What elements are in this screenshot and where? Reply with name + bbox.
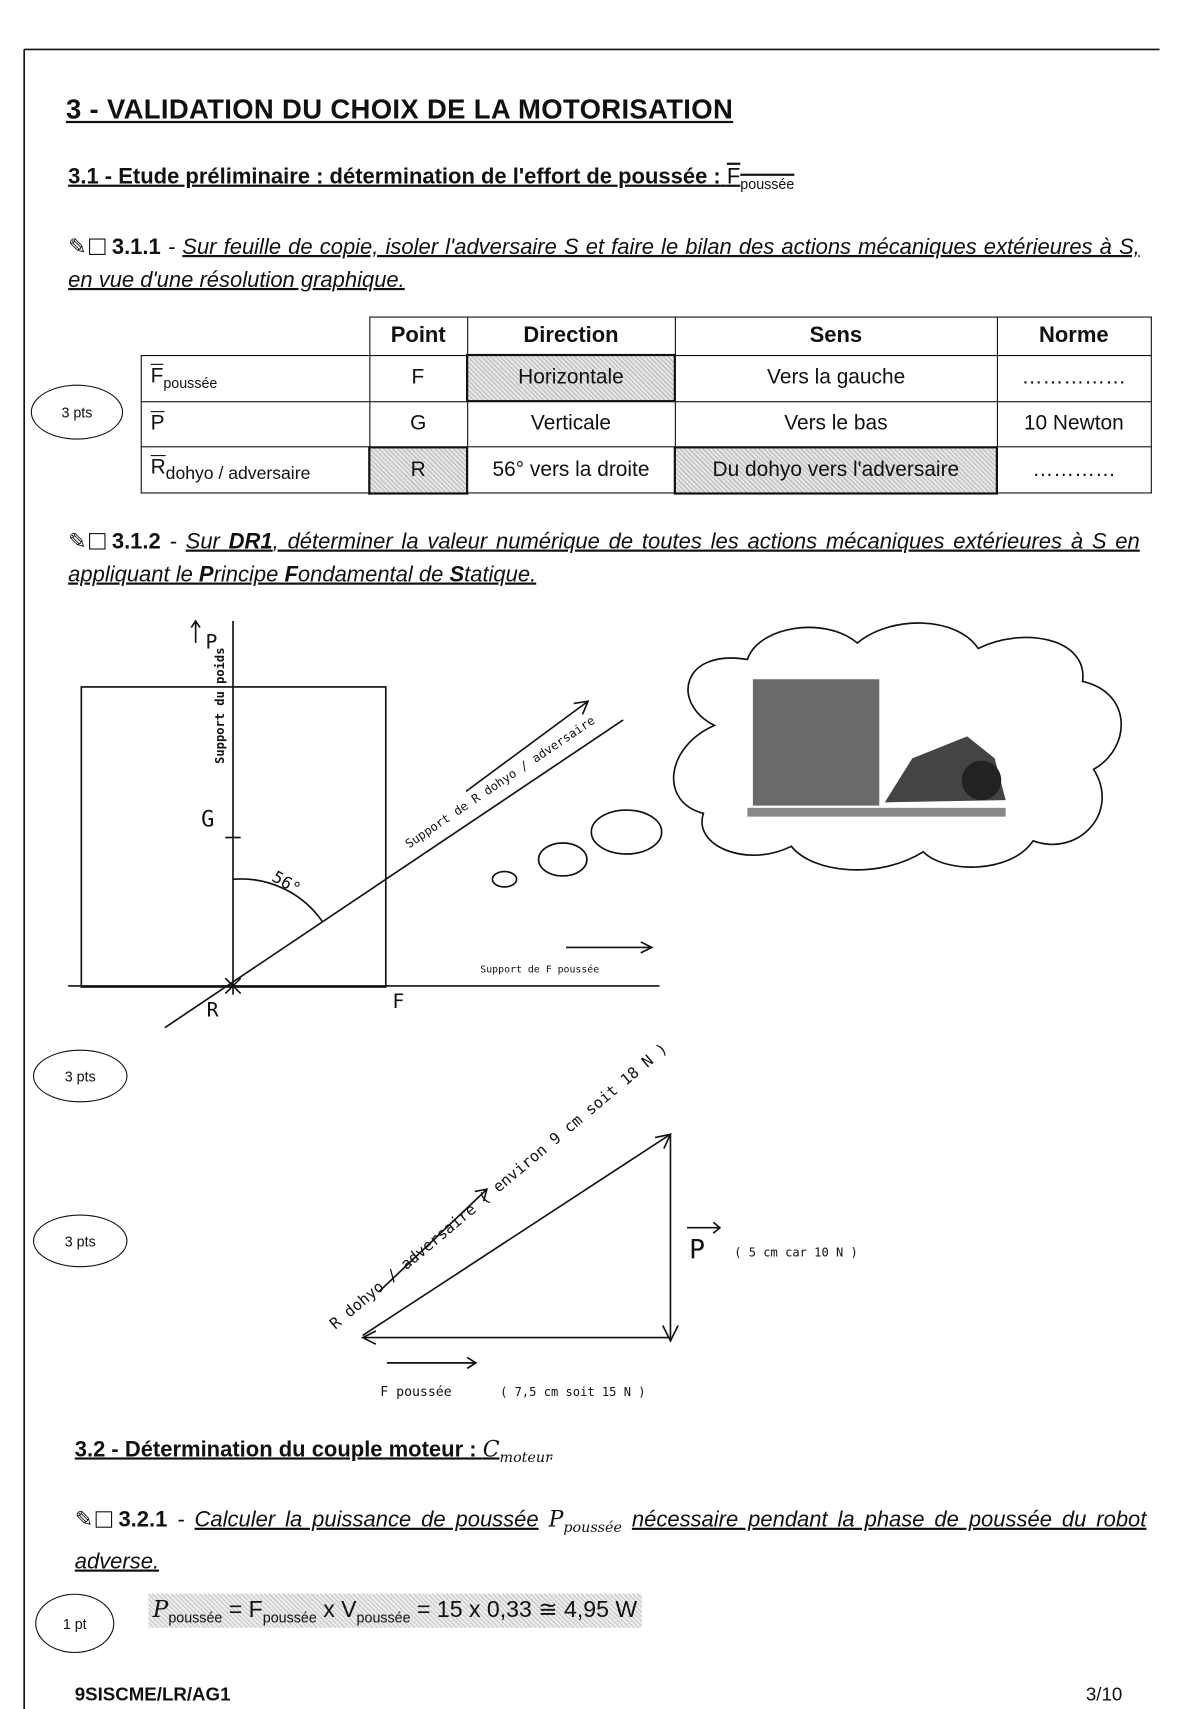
angle-arc: [232, 878, 323, 922]
subsection-3-1-title: 3.1 - Etude préliminaire : détermination…: [68, 164, 795, 193]
document-code: 9SISCME/LR/AG1: [74, 1683, 231, 1705]
pencil-icon: ✎: [68, 529, 87, 554]
table-row: Rdohyo / adversaire R 56° vers la droite…: [140, 445, 1152, 495]
header-point: Point: [368, 316, 468, 356]
answer-cell[interactable]: R: [368, 445, 469, 495]
pencil-icon: ✎: [74, 1507, 94, 1533]
points-badge: 3 pts: [30, 384, 124, 440]
question-3-2-1: ✎3.2.1 - Calculer la puissance de poussé…: [74, 1505, 1147, 1574]
page-number: 3/10: [1085, 1683, 1123, 1705]
answer-cell[interactable]: ……………: [996, 354, 1152, 402]
label-R: R: [207, 999, 219, 1022]
label-F-vector: F poussée: [380, 1384, 451, 1400]
forces-table: Point Direction Sens Norme Fpoussée F Ho…: [140, 316, 1152, 495]
points-badge: 3 pts: [32, 1214, 128, 1268]
points-badge: 3 pts: [32, 1049, 128, 1103]
points-badge: 1 pt: [35, 1593, 115, 1654]
label-R-vector: R dohyo / adversaire ( environ 9 cm soit…: [326, 1040, 671, 1333]
question-3-1-2: ✎3.1.2 - Sur DR1, déterminer la valeur n…: [68, 529, 1140, 587]
checkbox-icon[interactable]: [88, 238, 106, 255]
robot-image: [884, 736, 1006, 803]
label-P-note: ( 5 cm car 10 N ): [734, 1245, 858, 1259]
answer-formula[interactable]: Ppoussée = Fpoussée x Vpoussée = 15 x 0,…: [148, 1593, 642, 1628]
table-row: P G Verticale Vers le bas 10 Newton: [140, 400, 1152, 448]
answer-cell[interactable]: Du dohyo vers l'adversaire: [673, 445, 998, 495]
pencil-icon: ✎: [68, 235, 87, 260]
subsection-3-2-title: 3.2 - Détermination du couple moteur : C…: [74, 1435, 552, 1467]
table-row: Fpoussée F Horizontale Vers la gauche ………: [140, 353, 1152, 403]
checkbox-icon[interactable]: [88, 533, 106, 550]
label-P-vector: P: [689, 1235, 705, 1265]
header-direction: Direction: [466, 316, 676, 356]
answer-cell[interactable]: …………: [996, 446, 1152, 494]
label-support-poids: Support du poids: [213, 648, 227, 764]
checkbox-icon[interactable]: [95, 1511, 112, 1528]
label-F-note: ( 7,5 cm soit 15 N ): [500, 1385, 645, 1399]
question-3-1-1: ✎3.1.1 - Sur feuille de copie, isoler l'…: [68, 235, 1140, 293]
label-F: F: [392, 990, 404, 1013]
section-title: 3 - VALIDATION DU CHOIX DE LA MOTORISATI…: [65, 94, 734, 126]
label-P: P: [206, 630, 218, 653]
label-support-F: Support de F poussée: [480, 964, 599, 976]
answer-cell[interactable]: Horizontale: [466, 353, 676, 403]
header-sens: Sens: [674, 316, 998, 356]
thought-cloud: [672, 622, 1123, 871]
sumo-ring-image: [752, 679, 880, 806]
reaction-support-line: [164, 719, 624, 1029]
vector-R: [362, 1133, 671, 1337]
label-G: G: [201, 808, 214, 833]
